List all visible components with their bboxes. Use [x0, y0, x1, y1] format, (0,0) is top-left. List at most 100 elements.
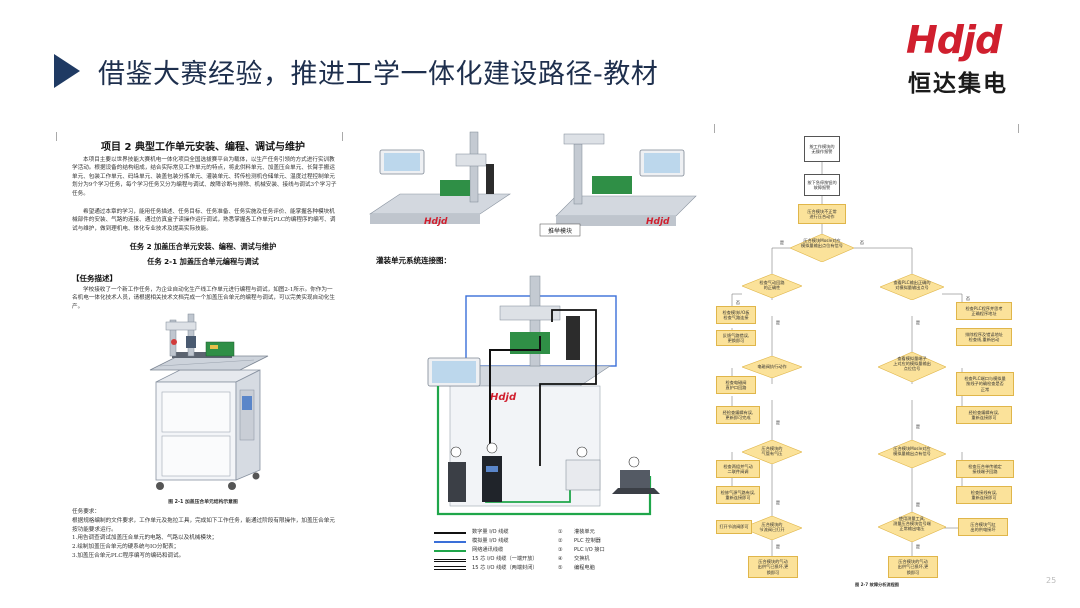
callout-label: 推举模块: [548, 227, 572, 235]
flow-yes-label: 是: [915, 320, 921, 325]
flow-step-box: 检查两组并气动 二联件阀调: [716, 460, 760, 478]
connection-diagram-label: 灌装单元系统连接图：: [376, 256, 451, 265]
flow-step-box: 压合模块气缸 出的供电接坏: [958, 518, 1008, 536]
legend-row: 网络通讯线缆 ③ PLC I/O 接口: [434, 546, 654, 555]
legend-item-label: PLC 控制器: [574, 538, 601, 544]
legend-line-swatch: [434, 566, 466, 570]
flow-yes-label: 是: [915, 424, 921, 429]
flow-end-box: 压合模块的气动 出供气已损坏,更 换即可: [888, 556, 938, 578]
flow-decision-diamond: [742, 440, 802, 464]
flow-yes-label: 是: [775, 320, 781, 325]
flow-yes-label: 是: [915, 502, 921, 507]
title-arrow-icon: [54, 54, 80, 88]
legend-line-label: 数字量 I/O 线缆: [472, 529, 509, 535]
flow-step-box: 排除程序及错误地址 检查线,重新启动: [956, 328, 1012, 346]
legend-number: ②: [558, 538, 563, 544]
flow-yes-label: 是: [915, 544, 921, 549]
crop-mark: [48, 132, 57, 141]
flow-decision-text: 压合模块的 气管有气压: [761, 446, 783, 457]
company-logo: Hdjd 恒达集电: [906, 20, 1028, 98]
crop-mark: [342, 132, 351, 141]
figure-caption: 图 2-1 加盖压合单元结构示意图: [168, 500, 238, 505]
flow-decision-diamond: [880, 274, 944, 300]
flow-step-box: 检修气源气路有误, 重新连接即可: [716, 486, 760, 504]
legend-item-label: 灌装单元: [574, 529, 595, 535]
legend-item-label: 交换机: [574, 556, 590, 562]
flow-decision-diamond: [742, 274, 802, 298]
flow-decision-text: 电磁阀执行动作: [757, 364, 787, 369]
flow-decision-text: 查看模拟量端子 上对应的模拟量输出 点位信号: [893, 356, 931, 372]
crop-mark: [706, 124, 715, 133]
flow-yes-label: 是: [775, 420, 781, 425]
flowchart-page: 按工作模块的 无操作报警 按下急停按钮的 故障报警 压合模块不正常 进行压合动作…: [712, 124, 1042, 594]
legend-number: ①: [558, 529, 563, 535]
logo-mark: Hdjd: [906, 18, 1002, 62]
connection-legend: 数字量 I/O 线缆 ① 灌装单元 模拟量 I/O 线缆 ② PLC 控制器 网…: [434, 528, 654, 576]
flow-step-box: 检查压合单传输定 接线端子回路: [956, 460, 1014, 478]
flow-step-box: 经检查编辑有误, 更新即可完成: [716, 406, 760, 424]
flow-step-box: 压合模块不正常 进行压合动作: [798, 204, 846, 224]
legend-item-label: 编程电脑: [574, 565, 595, 571]
requirement-item: 根据规格编制的文件要求，工作单元及拖拉工具，完成如下工作任务，能通过阶段有限操作…: [72, 518, 335, 533]
legend-line-swatch: [434, 559, 466, 562]
flow-decision-text: 使用测量工具, 测量压合模块信号端 正常输出电压: [893, 516, 931, 532]
flow-decision-diamond: [790, 234, 854, 262]
flow-decision-text: 压合模块的 节流阀已打开: [759, 522, 785, 533]
legend-line-label: 15 芯 I/O 线缆（两端封闭）: [472, 565, 538, 571]
flow-yes-label: 是: [775, 500, 781, 505]
legend-number: ⑤: [558, 565, 563, 571]
press-unit-illustration: [149, 313, 269, 490]
flow-step-box: 检查PLC程序并思考 正确程序地址: [956, 302, 1012, 320]
task-title: 任务 2 加盖压合单元安装、编程、调试与维护: [129, 242, 277, 251]
intro-paragraph: 本项目主要以世界技能大赛机电一体化项目全国选拔赛平台为载体，以生产任务引领的方式…: [72, 157, 337, 197]
flow-no-label: 否: [859, 240, 865, 245]
legend-row: 模拟量 I/O 线缆 ② PLC 控制器: [434, 537, 654, 546]
requirements-title: 任务要求：: [72, 509, 100, 515]
legend-item-label: PLC I/O 接口: [574, 547, 605, 553]
flow-step-box: 反馈气路错误, 更换即可: [716, 330, 756, 346]
flow-start-node: 按下急停按钮的 故障报警: [804, 174, 840, 196]
flow-step-box: 检查电磁阀 直护口回路: [716, 376, 756, 394]
flow-decision-text: 查看PLC输出正确的 对模拟量输出点号: [893, 280, 931, 291]
flow-start-node: 按工作模块的 无操作报警: [804, 136, 840, 162]
legend-line-label: 模拟量 I/O 线缆: [472, 538, 509, 544]
legend-line-label: 网络通讯线缆: [472, 547, 504, 553]
legend-row: 15 芯 I/O 线缆（一端开放） ④ 交换机: [434, 555, 654, 564]
slide-title: 借鉴大赛经验，推进工学一体化建设路径-教材: [98, 59, 659, 90]
flow-no-label: 否: [735, 300, 741, 305]
flow-yes-label: 是: [779, 240, 785, 245]
legend-number: ④: [558, 556, 563, 562]
flow-decision-text: 压合模块Mosle对应 模拟量输出点位有信号: [801, 238, 843, 249]
logo-chinese-name: 恒达集电: [908, 71, 1008, 97]
crop-mark: [1018, 124, 1027, 133]
flowchart-caption: 图 2-7 故障分析流程图: [855, 582, 899, 587]
flow-step-box: 检查模块I/O板 检查气路连接: [716, 306, 756, 324]
flow-decision-text: 检查气动回路 的正确性: [759, 280, 785, 291]
requirement-item: 2.绘制加盖压合单元的硬系统与IO分配表；: [72, 544, 180, 550]
legend-line-swatch: [434, 550, 466, 552]
flow-decision-diamond: [742, 356, 802, 378]
station-photos: Hdjd 推举模块 Hdjd: [369, 131, 697, 237]
section-title: 【任务描述】: [72, 274, 117, 283]
flow-decision-diamond: [742, 516, 802, 540]
flow-decision-text: 压合模块Mosle对应 模拟量输出点有信号: [893, 446, 931, 457]
flow-step-box: 经检查编辑有误, 重新连接即可: [956, 406, 1012, 424]
legend-row: 数字量 I/O 线缆 ① 灌装单元: [434, 528, 654, 537]
legend-line-label: 15 芯 I/O 线缆（一端开放）: [472, 556, 538, 562]
subtask-title: 任务 2-1 加盖压合单元编程与调试: [147, 257, 259, 266]
legend-row: 15 芯 I/O 线缆（两端封闭） ⑤ 编程电脑: [434, 564, 654, 573]
flow-yes-label: 是: [775, 544, 781, 549]
logo-mark-small: Hdjd: [424, 217, 448, 227]
logo-mark-small: Hdjd: [490, 392, 517, 403]
requirement-item: 1.用告调查调试加盖压合单元的电路、气路以及机械模块；: [72, 535, 218, 541]
flow-step-box: 打开节流阀即可: [716, 520, 752, 534]
legend-line-swatch: [434, 532, 466, 534]
flow-no-label: 否: [965, 296, 971, 301]
legend-number: ③: [558, 547, 563, 553]
flow-end-box: 压合模块的气动 出供气已损坏,更 换即可: [748, 556, 798, 578]
textbook-page-left: 项目 2 典型工作单元安装、编程、调试与维护 本项目主要以世界技能大赛机电一体化…: [56, 132, 351, 580]
method-paragraph: 希望通过本章的学习，能用任务描述、任务目标、任务准备、任务实施及任务评价、能掌握…: [72, 209, 336, 232]
legend-line-swatch: [434, 541, 466, 543]
page-number: 25: [1046, 576, 1057, 585]
flow-decision-diamond: [878, 512, 946, 542]
